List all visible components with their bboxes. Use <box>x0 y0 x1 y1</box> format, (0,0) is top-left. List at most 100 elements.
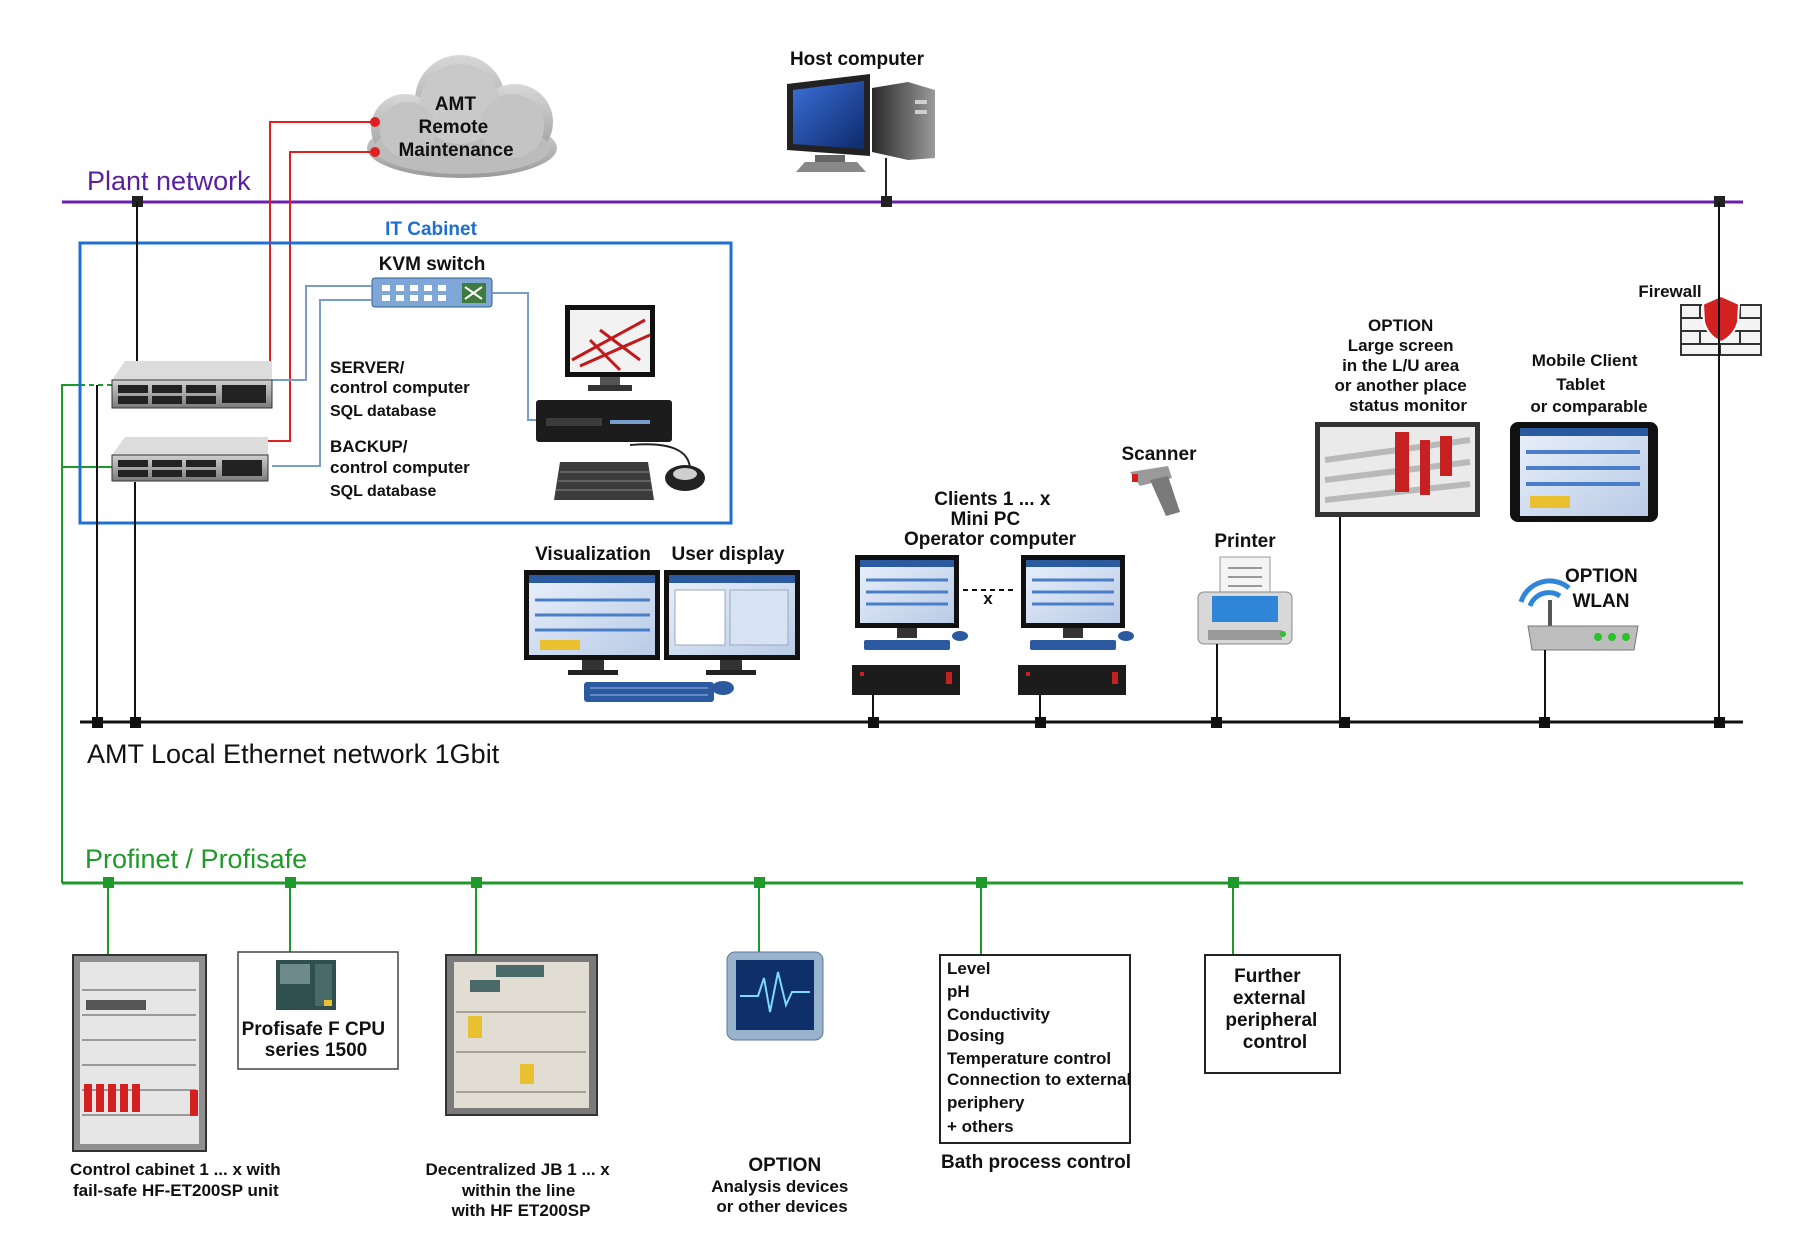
plc-cpu-icon <box>276 960 336 1010</box>
mobile-client-tablet[interactable]: Mobile Client Tablet or comparable <box>1510 351 1658 522</box>
firewall-icon <box>1680 294 1762 356</box>
console-mouse-icon <box>629 443 705 491</box>
visualization-monitor-icon <box>524 570 660 675</box>
cloud-line-3: Maintenance <box>398 140 513 161</box>
host-computer[interactable]: Host computer <box>787 49 935 202</box>
further-line-1: Further <box>1234 966 1301 987</box>
cloud-icon <box>367 55 557 178</box>
svg-text:AMT Remote Mainten: AMT Remote Maintenance <box>398 94 513 161</box>
analysis-line-2: Analysis devices <box>711 1177 848 1196</box>
clients-x-mark: x <box>983 589 993 608</box>
bath-item-3: Conductivity <box>947 1005 1050 1024</box>
control-cabinet-icon <box>72 954 207 1152</box>
local-network-label: AMT Local Ethernet network 1Gbit <box>87 739 500 769</box>
printer-icon <box>1197 556 1293 645</box>
large-screen-line-4: or another place <box>1335 376 1467 395</box>
svg-text:SERVER/ control computer: SERVER/ control computer SQL database <box>330 358 475 420</box>
visualization-workstation[interactable]: Visualization User display <box>524 544 800 702</box>
firewall[interactable]: Firewall <box>1638 202 1762 722</box>
svg-text:Profisafe F CPU series 1: Profisafe F CPU series 1500 <box>242 1019 391 1061</box>
wlan-line-1: OPTION <box>1565 566 1638 587</box>
control-cabinet[interactable]: Control cabinet 1 ... x with fail-safe H… <box>70 954 285 1200</box>
scanner[interactable]: Scanner <box>1122 444 1198 516</box>
wlan-line-2: WLAN <box>1573 591 1630 612</box>
client-1-icon <box>852 555 968 695</box>
console-pc-icon <box>536 400 672 442</box>
bath-item-4: Dosing <box>947 1026 1005 1045</box>
svg-text:Further external p: Further external peripheral control <box>1225 966 1322 1053</box>
backup-line-2: control computer <box>330 458 470 477</box>
tablet-icon <box>1510 422 1658 522</box>
server-drops <box>96 202 138 722</box>
profisafe-f-cpu[interactable]: Profisafe F CPU series 1500 <box>237 951 399 1070</box>
jb-line-2: within the line <box>461 1181 575 1200</box>
cpu-line-1: Profisafe F CPU <box>242 1019 386 1040</box>
jb-line-1: Decentralized JB 1 ... x <box>426 1160 611 1179</box>
profinet-label: Profinet / Profisafe <box>85 844 307 874</box>
plant-network: Plant network <box>62 166 1743 207</box>
console-keyboard-icon <box>554 462 654 500</box>
analysis-devices[interactable]: OPTION Analysis devices or other devices <box>711 951 852 1216</box>
decentralized-jb[interactable]: Decentralized JB 1 ... x within the line… <box>426 954 615 1220</box>
cloud-line-2: Remote <box>419 117 489 138</box>
bath-process-control[interactable]: Level pH Conductivity Dosing Temperature… <box>939 954 1136 1173</box>
bath-item-7: periphery <box>947 1093 1025 1112</box>
svg-text:BACKUP/ control computer: BACKUP/ control computer SQL database <box>330 437 475 500</box>
oscilloscope-icon <box>726 951 824 1041</box>
large-screen-line-1: OPTION <box>1368 316 1433 335</box>
kvm-switch-label: KVM switch <box>379 254 486 275</box>
server-rack-unit[interactable] <box>111 361 273 409</box>
cloud-line-1: AMT <box>435 94 477 115</box>
scanner-label: Scanner <box>1122 444 1198 465</box>
profinet-drops <box>107 883 1234 962</box>
host-computer-label: Host computer <box>790 49 925 70</box>
kvm-links <box>272 285 536 467</box>
cpu-line-2: series 1500 <box>265 1040 368 1061</box>
further-line-3: peripheral <box>1225 1010 1317 1031</box>
backup-line-3: SQL database <box>330 483 437 500</box>
further-peripheral-control[interactable]: Further external peripheral control <box>1204 954 1341 1074</box>
jb-line-3: with HF ET200SP <box>451 1201 591 1220</box>
wifi-router-icon <box>1518 578 1639 651</box>
analysis-line-1: OPTION <box>748 1155 821 1176</box>
large-screen[interactable]: OPTION Large screen in the L/U area or a… <box>1315 316 1480 722</box>
server-line-3: SQL database <box>330 403 437 420</box>
local-ethernet-network: AMT Local Ethernet network 1Gbit <box>80 717 1743 769</box>
backup-rack-unit[interactable] <box>111 437 269 482</box>
it-cabinet-title: IT Cabinet <box>385 219 478 240</box>
firewall-label: Firewall <box>1638 282 1701 301</box>
large-screen-line-2: Large screen <box>1348 336 1454 355</box>
svg-text:Decentralized JB 1 ... x: Decentralized JB 1 ... x within the line… <box>426 1160 615 1220</box>
tablet-line-3: or comparable <box>1530 397 1647 416</box>
clients-line-1: Clients 1 ... x <box>934 489 1051 510</box>
printer[interactable]: Printer <box>1197 531 1293 722</box>
svg-text:Level pH Conductiv: Level pH Conductivity Dosing Temperature… <box>947 959 1136 1136</box>
wlan-router[interactable]: OPTION WLAN <box>1518 566 1643 722</box>
kvm-switch[interactable] <box>371 277 493 308</box>
bath-item-1: Level <box>947 959 990 978</box>
junction-box-icon <box>445 954 598 1116</box>
bath-caption: Bath process control <box>941 1152 1131 1173</box>
svg-text:Clients 1 ... x Mini PC: Clients 1 ... x Mini PC Operator compute… <box>904 489 1077 550</box>
svg-text:OPTION WLAN: OPTION WLAN <box>1565 566 1643 612</box>
client-x-icon <box>1018 555 1134 695</box>
switch-arrows-icon <box>462 283 486 303</box>
clients-line-3: Operator computer <box>904 529 1077 550</box>
large-screen-line-3: in the L/U area <box>1342 356 1460 375</box>
cabinet-line-1: Control cabinet 1 ... x with <box>70 1160 281 1179</box>
printer-label: Printer <box>1214 531 1276 552</box>
operator-clients[interactable]: Clients 1 ... x Mini PC Operator compute… <box>852 489 1134 722</box>
it-cabinet: IT Cabinet KVM switch SER <box>78 219 733 525</box>
user-display-monitor-icon <box>664 570 800 675</box>
backup-line-1: BACKUP/ <box>330 437 408 456</box>
further-line-2: external <box>1233 988 1306 1009</box>
remote-maintenance-cloud[interactable]: AMT Remote Maintenance <box>367 55 557 178</box>
further-line-4: control <box>1243 1032 1307 1053</box>
kvm-console[interactable] <box>536 305 705 500</box>
visualization-label: Visualization <box>535 544 651 565</box>
desktop-tower-icon <box>787 74 935 172</box>
bath-item-5: Temperature control <box>947 1049 1111 1068</box>
tablet-line-2: Tablet <box>1556 375 1605 394</box>
